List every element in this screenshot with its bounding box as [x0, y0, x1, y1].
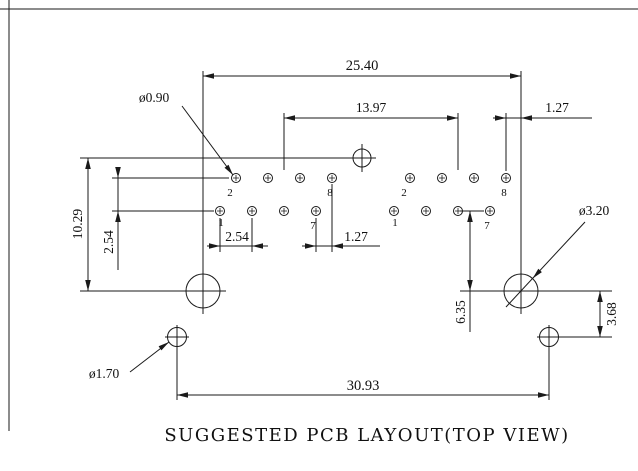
arrowhead — [284, 115, 295, 121]
dimension-text: 3.68 — [604, 302, 619, 326]
diameter-label: ø1.70 — [89, 366, 120, 381]
arrowhead — [532, 268, 542, 279]
drawing-frame — [0, 0, 638, 431]
arrowhead — [177, 392, 188, 398]
dimension-pin-to-hole-drop: 6.35 — [453, 210, 612, 332]
dimension-top-span: 25.40 — [202, 58, 522, 314]
dimension-text: 30.93 — [347, 378, 380, 394]
dimension-lines — [80, 157, 376, 292]
arrowhead — [447, 115, 458, 121]
dimension-connector-spacing: 13.97 — [283, 100, 459, 170]
pin-number-label: 1 — [392, 217, 398, 229]
pin-number-label: 8 — [501, 187, 507, 199]
arrowhead — [158, 342, 169, 351]
pin-hole — [469, 173, 479, 183]
dimension-bottom-span: 30.93 — [176, 325, 550, 400]
dimension-text: 6.35 — [453, 300, 468, 324]
leader-line — [181, 105, 234, 176]
arrowhead — [597, 326, 603, 337]
dimension-text: 10.29 — [70, 209, 85, 240]
pin-hole — [215, 206, 225, 216]
arrowhead — [115, 211, 121, 222]
arrowhead — [209, 243, 220, 249]
arrowhead — [538, 392, 549, 398]
dimension-lines — [283, 113, 459, 170]
pin-hole — [501, 173, 511, 183]
pin-number-label: 7 — [310, 220, 316, 232]
dimension-lines — [460, 210, 612, 332]
pin-hole — [389, 206, 399, 216]
arrowhead — [224, 164, 233, 175]
arrowhead — [467, 211, 473, 222]
pin-hole — [311, 206, 321, 216]
pin-hole — [405, 173, 415, 183]
dimension-hole-to-hole-drop: 3.68 — [597, 291, 619, 337]
pin-center-marks — [217, 175, 335, 214]
dimension-lines — [176, 325, 550, 400]
pin-number-label: 7 — [484, 220, 490, 232]
frame-border-lines — [0, 0, 638, 431]
dimension-text: 25.40 — [346, 58, 379, 74]
dimension-lines — [302, 184, 380, 252]
dimension-row-pitch: 2.54 — [101, 167, 229, 270]
pin-hole — [421, 206, 431, 216]
connector-right-pins: 2 8 1 7 — [389, 173, 511, 232]
arrowhead — [510, 73, 521, 79]
pin-number-label: 2 — [401, 187, 407, 199]
pin-number-label: 1 — [218, 217, 224, 229]
arrowhead — [597, 291, 603, 302]
leader-mount-hole-diameter: ø3.20 — [505, 203, 610, 308]
pin-hole — [279, 206, 289, 216]
connector-left-pins: 2 8 1 7 — [215, 173, 337, 232]
leader-small-hole-diameter: ø1.70 — [89, 341, 170, 381]
dimension-text: 1.27 — [344, 229, 368, 244]
leader-line — [505, 221, 586, 308]
dimension-text: 2.54 — [101, 230, 116, 254]
arrowhead — [495, 115, 506, 121]
dimension-top-right-offset: 1.27 — [493, 100, 592, 171]
arrowhead — [85, 280, 91, 291]
leader-pin-hole-diameter: ø0.90 — [139, 90, 234, 176]
dimension-lines — [202, 71, 522, 314]
arrowhead — [115, 167, 121, 178]
dimension-text: 2.54 — [225, 229, 249, 244]
dimension-lines — [493, 113, 592, 171]
arrowhead — [521, 115, 532, 121]
dimension-row-offset: 1.27 — [302, 184, 380, 252]
pin-hole — [231, 173, 241, 183]
drawing-title: SUGGESTED PCB LAYOUT(TOP VIEW) — [164, 425, 569, 446]
pin-number-label: 2 — [227, 187, 233, 199]
pin-hole — [437, 173, 447, 183]
dimension-lines — [112, 167, 229, 270]
arrowhead — [85, 158, 91, 169]
pin-hole — [263, 173, 273, 183]
dimension-text: 1.27 — [545, 100, 569, 115]
diameter-label: ø3.20 — [579, 203, 610, 218]
arrowhead — [252, 243, 263, 249]
pin-number-label: 8 — [327, 187, 333, 199]
arrowhead — [332, 243, 343, 249]
pin-hole — [485, 206, 495, 216]
pin-hole — [327, 173, 337, 183]
arrowhead — [305, 243, 316, 249]
diameter-label: ø0.90 — [139, 90, 170, 105]
pin-hole — [247, 206, 257, 216]
dimension-text: 13.97 — [356, 100, 387, 115]
arrowhead — [203, 73, 214, 79]
pin-center-marks — [391, 175, 509, 214]
arrowhead — [467, 280, 473, 291]
dimension-pin-pitch: 2.54 — [207, 218, 268, 252]
dimension-left-height: 10.29 — [70, 157, 376, 292]
pin-hole — [295, 173, 305, 183]
